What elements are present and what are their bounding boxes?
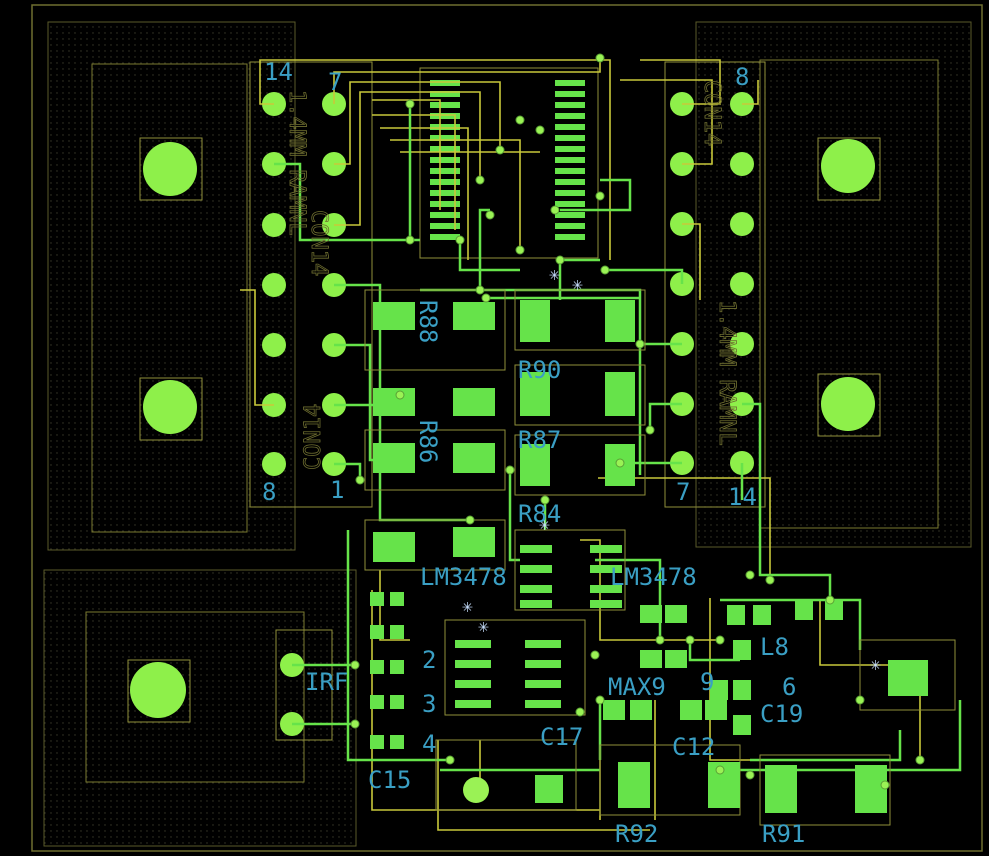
label-lm3478-a: LM3478 — [420, 563, 507, 591]
svg-text:✳: ✳ — [462, 596, 473, 617]
label-pin14-left: 14 — [264, 58, 293, 86]
mounting-hole-icon — [821, 139, 875, 193]
ic-top — [419, 67, 599, 259]
label-con14-right: CON14 — [699, 80, 724, 146]
label-c12: C12 — [672, 733, 715, 761]
round-pad — [463, 777, 489, 803]
mounting-hole-icon — [821, 377, 875, 431]
mounting-hole-icon — [143, 380, 197, 434]
mounting-holes — [127, 137, 881, 723]
label-irf: IRF — [305, 668, 348, 696]
label-r92: R92 — [615, 820, 658, 848]
svg-text:✳: ✳ — [572, 274, 583, 295]
label-pin14-right: 14 — [728, 483, 757, 511]
label-r86: R86 — [414, 420, 442, 463]
svg-text:✳: ✳ — [870, 654, 881, 675]
label-con14-left-lower: CON14 — [301, 404, 326, 470]
label-pin8-left: 8 — [262, 478, 276, 506]
label-con14-left-top: 1.4MM RAMNL — [284, 90, 309, 236]
label-l8: L8 — [760, 633, 789, 661]
label-r84: R84 — [518, 500, 561, 528]
label-raml-right: 1.4MM RAMNL — [714, 300, 739, 446]
label-pin7-left: 7 — [328, 68, 342, 96]
component-outlines — [364, 289, 956, 826]
svg-text:✳: ✳ — [549, 264, 560, 285]
label-c17: C17 — [540, 723, 583, 751]
label-max: MAX9 — [608, 673, 666, 701]
label-n9: 9 — [700, 668, 714, 696]
label-r91: R91 — [762, 820, 805, 848]
label-c19: C19 — [760, 700, 803, 728]
label-n4: 4 — [422, 730, 436, 758]
label-r87: R87 — [518, 426, 561, 454]
svg-text:✳: ✳ — [539, 514, 550, 535]
smd-pads — [370, 300, 928, 813]
label-n2: 2 — [422, 646, 436, 674]
label-n6: 6 — [782, 673, 796, 701]
label-con14-left: CON14 — [306, 210, 331, 276]
label-pin1-left: 1 — [330, 476, 344, 504]
fiducial-star-icon: ✳ ✳ ✳ ✳ ✳ ✳ — [462, 264, 881, 675]
label-r90: R90 — [518, 356, 561, 384]
via-icon — [350, 53, 925, 790]
board-outline — [31, 4, 983, 852]
label-lm3478-b: LM3478 — [610, 563, 697, 591]
silkscreen-labels: R90 R87 R84 R92 R91 R88 R86 C15 C17 C12 … — [262, 58, 805, 848]
silkscreen-ghost-text: 1.4MM RAMNL CON14 1.4MM RAMNL CON14 CON1… — [284, 80, 740, 471]
label-r88: R88 — [414, 300, 442, 343]
mounting-hole-icon — [143, 142, 197, 196]
label-c15: C15 — [368, 766, 411, 794]
label-n3: 3 — [422, 690, 436, 718]
mounting-hole-icon — [130, 662, 186, 718]
svg-text:✳: ✳ — [478, 616, 489, 637]
label-pin7-right: 7 — [676, 478, 690, 506]
label-pin8-right: 8 — [735, 63, 749, 91]
